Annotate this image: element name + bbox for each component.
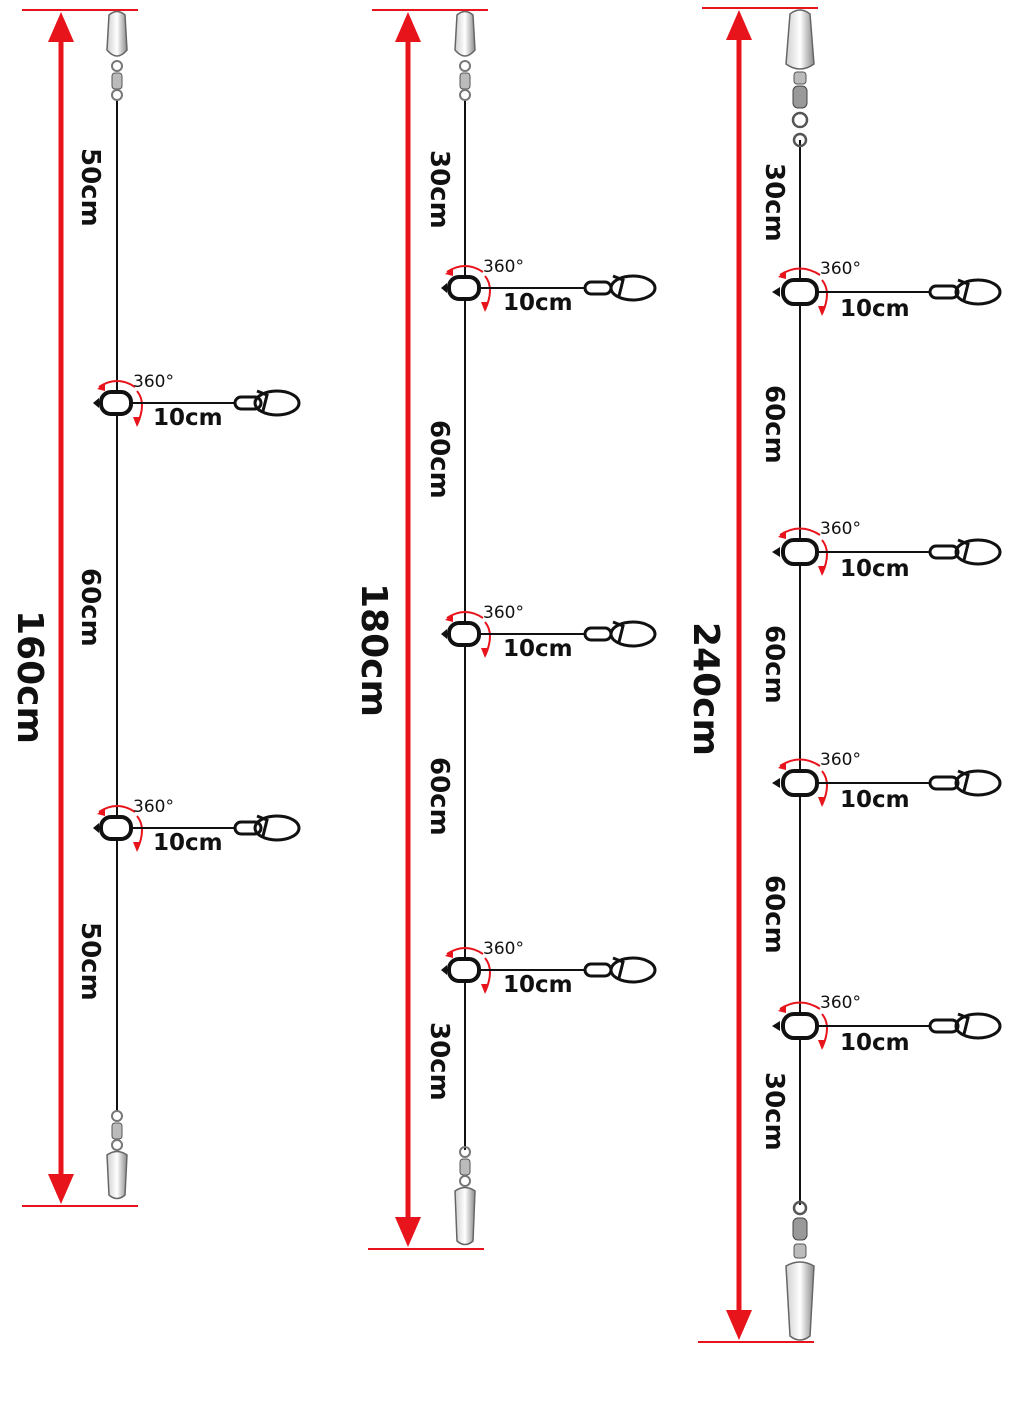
- branch-swivel: 360° 10cm: [772, 750, 1002, 813]
- segment-length-label: 30cm: [424, 1022, 454, 1101]
- snap-swivel-icon: [454, 10, 476, 101]
- rotation-label: 360°: [820, 750, 861, 770]
- segment-length-label: 50cm: [75, 148, 105, 227]
- rolling-swivel-icon: [93, 815, 133, 841]
- rolling-swivel-icon: [772, 769, 819, 797]
- branch-swivel: 360° 10cm: [772, 259, 1002, 322]
- rolling-swivel-icon: [441, 275, 481, 301]
- branch-length-label: 10cm: [503, 636, 573, 662]
- branch-length-label: 10cm: [153, 405, 223, 431]
- rotation-label: 360°: [820, 993, 861, 1013]
- segment-length-label: 60cm: [759, 875, 789, 954]
- branch-swivel: 360° 10cm: [441, 603, 657, 662]
- rotation-arrow-icon: [97, 380, 143, 427]
- rotation-arrow-icon: [445, 611, 491, 658]
- branch-length-label: 10cm: [840, 556, 910, 582]
- branch-length-label: 10cm: [840, 787, 910, 813]
- branch-length-label: 10cm: [840, 1030, 910, 1056]
- branch-length-label: 10cm: [503, 290, 573, 316]
- rotation-label: 360°: [820, 519, 861, 539]
- rolling-swivel-icon: [441, 621, 481, 647]
- segment-length-label: 30cm: [759, 163, 789, 242]
- rolling-swivel-icon: [772, 1012, 819, 1040]
- branch-swivel: 360° 10cm: [772, 993, 1002, 1056]
- snap-clip-icon: [928, 278, 1002, 306]
- snap-swivel-icon: [785, 9, 815, 148]
- measurement-arrow-icon: [368, 9, 488, 1250]
- rig-240: 240cm 30cm 60cm 60cm 60cm 30cm: [685, 7, 1002, 1343]
- rolling-swivel-icon: [93, 390, 133, 416]
- segment-length-label: 60cm: [75, 568, 105, 647]
- rotation-label: 360°: [133, 372, 174, 392]
- segment-length-label: 50cm: [75, 922, 105, 1001]
- snap-clip-icon: [928, 538, 1002, 566]
- rolling-swivel-icon: [441, 957, 481, 983]
- snap-clip-icon: [928, 1012, 1002, 1040]
- snap-swivel-icon: [106, 10, 128, 101]
- snap-swivel-icon: [106, 1110, 128, 1200]
- snap-clip-icon: [583, 956, 657, 984]
- rotation-label: 360°: [483, 939, 524, 959]
- segment-length-label: 60cm: [424, 420, 454, 499]
- rotation-arrow-icon: [778, 758, 828, 807]
- measurement-arrow-icon: [22, 9, 138, 1207]
- rotation-arrow-icon: [445, 265, 491, 312]
- snap-swivel-icon: [454, 1146, 476, 1246]
- branch-swivel: 360° 10cm: [441, 257, 657, 316]
- branch-swivel: 360° 10cm: [441, 939, 657, 998]
- rotation-arrow-icon: [97, 805, 143, 852]
- snap-clip-icon: [583, 620, 657, 648]
- branch-swivel: 360° 10cm: [93, 372, 301, 431]
- total-length-label: 240cm: [685, 622, 726, 756]
- rotation-arrow-icon: [445, 947, 491, 994]
- rolling-swivel-icon: [772, 538, 819, 566]
- segment-length-label: 30cm: [424, 150, 454, 229]
- snap-clip-icon: [233, 814, 301, 842]
- branch-swivel: 360° 10cm: [772, 519, 1002, 582]
- snap-clip-icon: [583, 274, 657, 302]
- segment-length-label: 60cm: [424, 757, 454, 836]
- rig-180: 180cm 30cm 60cm 60cm 30cm: [353, 9, 657, 1250]
- rotation-arrow-icon: [778, 267, 828, 316]
- snap-clip-icon: [233, 389, 301, 417]
- total-length-label: 160cm: [9, 610, 50, 744]
- branch-length-label: 10cm: [840, 296, 910, 322]
- branch-length-label: 10cm: [503, 972, 573, 998]
- rig-160: 160cm 50cm 60cm 50cm: [9, 9, 301, 1207]
- total-length-label: 180cm: [353, 583, 394, 717]
- rotation-label: 360°: [483, 257, 524, 277]
- branch-length-label: 10cm: [153, 830, 223, 856]
- rolling-swivel-icon: [772, 278, 819, 306]
- segment-length-label: 60cm: [759, 625, 789, 704]
- snap-clip-icon: [928, 769, 1002, 797]
- rotation-arrow-icon: [778, 527, 828, 576]
- snap-swivel-icon: [785, 1200, 815, 1341]
- segment-length-label: 30cm: [759, 1072, 789, 1151]
- rotation-label: 360°: [133, 797, 174, 817]
- rotation-arrow-icon: [778, 1001, 828, 1050]
- branch-swivel: 360° 10cm: [93, 797, 301, 856]
- measurement-arrow-icon: [698, 7, 818, 1343]
- rotation-label: 360°: [483, 603, 524, 623]
- rotation-label: 360°: [820, 259, 861, 279]
- segment-length-label: 60cm: [759, 385, 789, 464]
